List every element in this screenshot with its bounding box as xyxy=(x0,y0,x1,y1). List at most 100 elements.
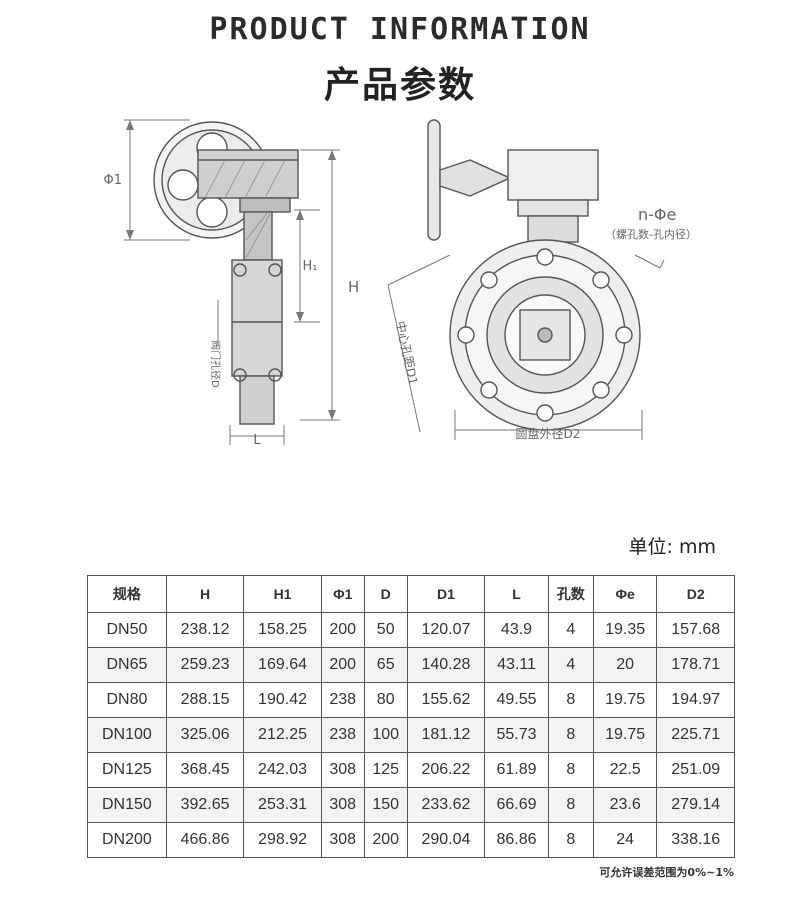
label-d1: 中心孔距D1 xyxy=(393,320,421,387)
table-cell: 253.31 xyxy=(243,787,322,823)
header-cell: H xyxy=(165,575,245,613)
table-cell: 8 xyxy=(547,752,594,788)
table-cell: 325.06 xyxy=(165,717,245,753)
label-d2: 圆盘外径D2 xyxy=(516,426,581,441)
title-chinese: 产品参数 xyxy=(323,65,476,106)
table-cell: 238.12 xyxy=(165,612,245,648)
table-cell: 238 xyxy=(320,717,365,753)
label-valve-hole: 阀门孔径D xyxy=(209,340,222,388)
table-cell: 178.71 xyxy=(656,647,735,683)
table-cell: 200 xyxy=(320,612,365,648)
table-cell: 181.12 xyxy=(406,717,486,753)
table-cell: DN65 xyxy=(87,647,167,683)
table-cell: 158.25 xyxy=(243,612,322,648)
table-cell: 19.75 xyxy=(592,682,658,718)
table-cell: DN80 xyxy=(87,682,167,718)
table-cell: 50 xyxy=(363,612,408,648)
table-cell: 288.15 xyxy=(165,682,245,718)
side-view xyxy=(153,121,299,425)
table-cell: 4 xyxy=(547,612,594,648)
table-cell: 392.65 xyxy=(165,787,245,823)
table-cell: 80 xyxy=(363,682,408,718)
table-cell: 338.16 xyxy=(656,822,735,858)
table-cell: 157.68 xyxy=(656,612,735,648)
table-cell: 43.11 xyxy=(484,647,549,683)
label-h1: H₁ xyxy=(303,259,318,274)
table-cell: 23.6 xyxy=(592,787,658,823)
table-cell: 259.23 xyxy=(165,647,245,683)
label-n-phi-e-note: （螺孔数-孔内径） xyxy=(605,227,697,241)
table-cell: 8 xyxy=(547,822,594,858)
label-n-phi-e: n-Φe xyxy=(638,205,676,224)
table-cell: 19.75 xyxy=(592,717,658,753)
table-cell: 49.55 xyxy=(484,682,549,718)
table-cell: 466.86 xyxy=(165,822,245,858)
table-cell: 8 xyxy=(547,787,594,823)
table-cell: 206.22 xyxy=(406,752,486,788)
table-cell: 8 xyxy=(547,682,594,718)
label-phi1: Φ1 xyxy=(103,173,122,188)
table-cell: 120.07 xyxy=(406,612,486,648)
table-cell: 200 xyxy=(363,822,408,858)
table-cell: 225.71 xyxy=(656,717,735,753)
label-h: H xyxy=(348,278,359,296)
table-cell: 308 xyxy=(320,752,365,788)
table-cell: 86.86 xyxy=(484,822,549,858)
table-cell: 22.5 xyxy=(592,752,658,788)
table-cell: 4 xyxy=(547,647,594,683)
table-cell: 200 xyxy=(320,647,365,683)
table-cell: 8 xyxy=(547,717,594,753)
table-cell: 65 xyxy=(363,647,408,683)
header-cell: 孔数 xyxy=(547,575,594,613)
table-cell: 125 xyxy=(363,752,408,788)
header-cell: Φe xyxy=(592,575,658,613)
table-cell: 212.25 xyxy=(243,717,322,753)
table-cell: 298.92 xyxy=(243,822,322,858)
table-cell: 242.03 xyxy=(243,752,322,788)
table-cell: DN125 xyxy=(87,752,167,788)
front-view xyxy=(427,119,641,431)
header-cell: D1 xyxy=(406,575,486,613)
table-cell: 20 xyxy=(592,647,658,683)
table-cell: 251.09 xyxy=(656,752,735,788)
table-cell: 43.9 xyxy=(484,612,549,648)
header-cell: D2 xyxy=(656,575,735,613)
label-l: L xyxy=(253,433,261,448)
table-cell: 150 xyxy=(363,787,408,823)
header-cell: H1 xyxy=(243,575,322,613)
table-cell: 169.64 xyxy=(243,647,322,683)
table-cell: DN200 xyxy=(87,822,167,858)
table-header-row: 规格 H H1 Φ1 D D1 L 孔数 Φe D2 xyxy=(87,575,735,613)
table-cell: 308 xyxy=(320,822,365,858)
table-cell: 279.14 xyxy=(656,787,735,823)
table-cell: 238 xyxy=(320,682,365,718)
table-cell: 19.35 xyxy=(592,612,658,648)
table-cell: 290.04 xyxy=(406,822,486,858)
table-cell: 233.62 xyxy=(406,787,486,823)
table-cell: 155.62 xyxy=(406,682,486,718)
header-cell: 规格 xyxy=(87,575,167,613)
valve-technical-drawing: Φ1 H₁ H 阀门孔径D L n-Φe （ xyxy=(103,119,697,448)
table-cell: 190.42 xyxy=(243,682,322,718)
header-cell: L xyxy=(484,575,549,613)
unit-label: 单位: mm xyxy=(628,536,716,558)
table-cell: DN100 xyxy=(87,717,167,753)
table-cell: 140.28 xyxy=(406,647,486,683)
header-cell: Φ1 xyxy=(320,575,365,613)
table-cell: 368.45 xyxy=(165,752,245,788)
table-cell: 194.97 xyxy=(656,682,735,718)
title-english: PRODUCT INFORMATION xyxy=(209,12,591,47)
table-cell: 24 xyxy=(592,822,658,858)
table-cell: DN150 xyxy=(87,787,167,823)
table-cell: 308 xyxy=(320,787,365,823)
table-cell: 66.69 xyxy=(484,787,549,823)
table-cell: 61.89 xyxy=(484,752,549,788)
tolerance-note: 可允许误差范围为0%~1% xyxy=(599,866,734,879)
